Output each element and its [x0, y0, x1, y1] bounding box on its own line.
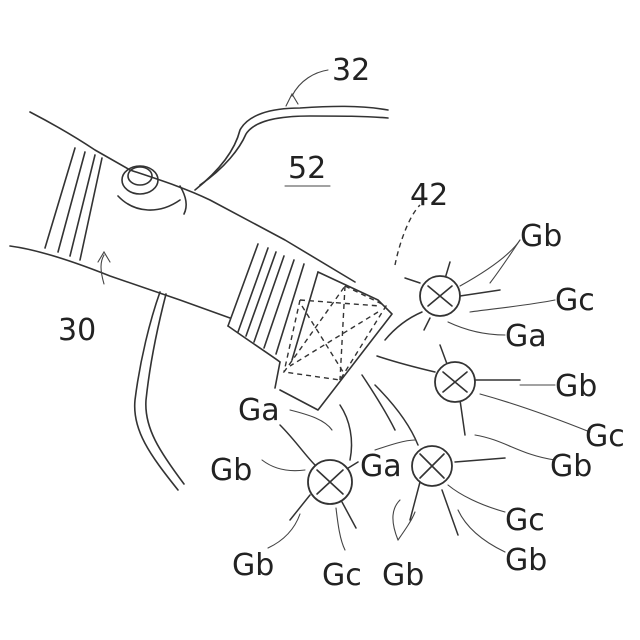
label-gc-3: Gc — [505, 503, 545, 538]
label-ref-32: 32 — [332, 53, 370, 88]
dashed-cavity — [284, 205, 420, 380]
lower-tissue-outline — [135, 292, 184, 490]
label-ref-30: 30 — [58, 313, 96, 348]
label-ga-3: Ga — [360, 449, 402, 484]
granule-1 — [385, 262, 500, 340]
granule-2 — [377, 345, 520, 435]
instrument-body — [10, 112, 392, 410]
label-gb-5: Gb — [232, 548, 274, 583]
granule-3 — [280, 405, 358, 528]
label-gc-4: Gc — [322, 558, 362, 593]
label-gc-1: Gc — [555, 283, 595, 318]
label-gb-7: Gb — [505, 543, 547, 578]
label-gb-6: Gb — [382, 558, 424, 593]
label-gb-3: Gb — [550, 449, 592, 484]
label-ga-1: Ga — [505, 319, 547, 354]
label-gb-2: Gb — [555, 369, 597, 404]
label-ref-42: 42 — [410, 178, 448, 213]
label-ref-52: 52 — [288, 151, 326, 186]
reference-labels: 32 52 42 30 Gb Gc Ga Gb Gc Gb Ga Gb Ga G… — [58, 53, 625, 593]
label-ga-2: Ga — [238, 393, 280, 428]
label-gb-1: Gb — [520, 219, 562, 254]
label-gb-4: Gb — [210, 453, 252, 488]
